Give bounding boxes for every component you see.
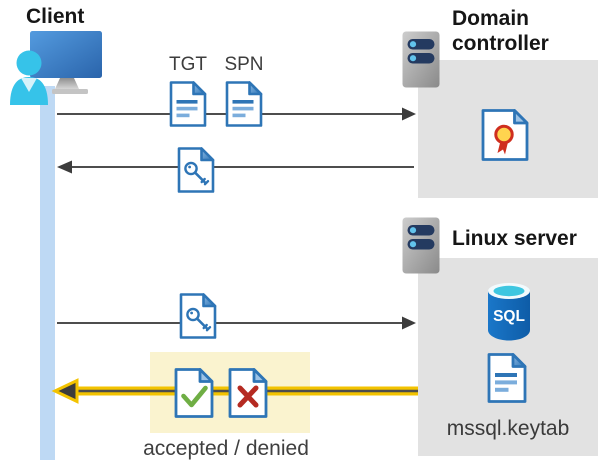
- result-caption: accepted / denied: [143, 437, 309, 460]
- user-at-computer-icon: [10, 31, 102, 105]
- denied-document-icon: [227, 367, 269, 419]
- domain-controller-server-icon: [402, 31, 440, 88]
- keytab-label: mssql.keytab: [446, 417, 570, 440]
- arrow-dc-to-client: [57, 160, 414, 174]
- key-document-icon: [178, 292, 218, 340]
- tgt-document-icon: [168, 80, 208, 128]
- linux-server-icon: [402, 217, 440, 274]
- keytab-document-icon: [487, 353, 527, 403]
- client-lifeline: [40, 86, 55, 460]
- spn-label: SPN: [224, 54, 264, 75]
- certificate-document-icon: [480, 108, 530, 162]
- key-document-icon: [176, 146, 216, 194]
- arrow-client-to-linux: [57, 316, 416, 330]
- linux-server-label: Linux server: [452, 227, 577, 250]
- spn-document-icon: [224, 80, 264, 128]
- domain-controller-label: Domain controller: [452, 7, 549, 55]
- sql-database-icon: SQL: [488, 283, 530, 341]
- sql-badge-text: SQL: [493, 308, 525, 325]
- tgt-label: TGT: [169, 54, 207, 75]
- client-label: Client: [26, 5, 85, 28]
- accepted-document-icon: [173, 367, 215, 419]
